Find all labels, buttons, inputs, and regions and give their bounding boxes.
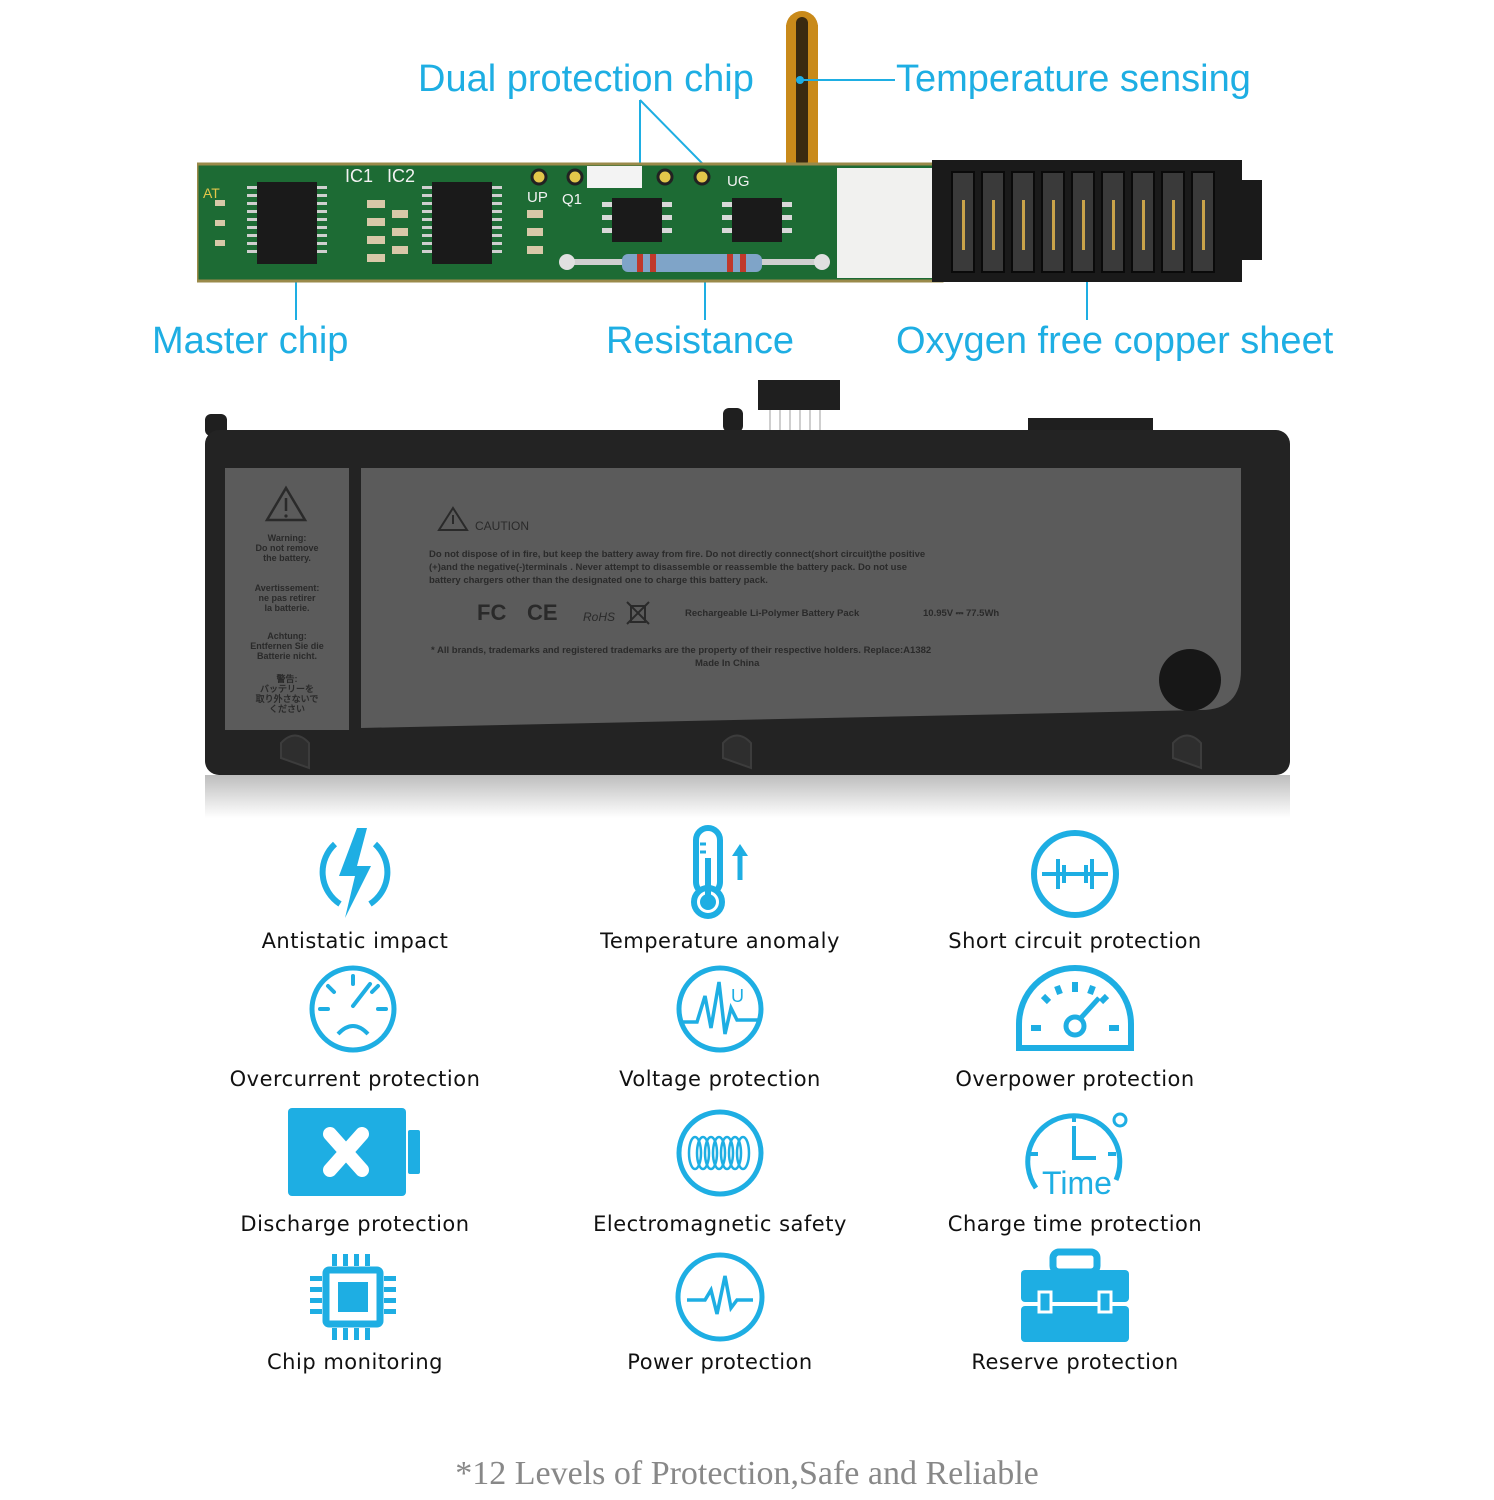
feature-label-overcurrent: Overcurrent protection (229, 1067, 481, 1091)
battery-body (205, 380, 1290, 818)
voltage-u-label: U (731, 986, 744, 1006)
caution-body: Do not dispose of in fire, but keep the … (429, 548, 925, 587)
fc-logo: FC (477, 600, 507, 625)
warning-de-text: Achtung: Entfernen Sie die Batterie nich… (250, 631, 324, 661)
thermometer-icon (691, 825, 748, 919)
short-circuit-icon (1031, 830, 1119, 918)
pcb-marking-up: UP (527, 189, 548, 206)
callout-master-chip: Master chip (152, 320, 349, 362)
origin-text: Made In China (695, 658, 760, 669)
feature-label-charge-time: Charge time protection (947, 1212, 1203, 1236)
callout-oxygen-free-copper-sheet: Oxygen free copper sheet (896, 320, 1334, 362)
clock-time-label: Time (1042, 1165, 1112, 1201)
feature-label-reserve: Reserve protection (971, 1350, 1179, 1374)
feature-label-overpower: Overpower protection (955, 1067, 1195, 1091)
feature-label-voltage: Voltage protection (619, 1067, 821, 1091)
battery-pack: Warning: Do not remove the battery. Aver… (205, 378, 1295, 818)
callout-temperature-sensing: Temperature sensing (896, 58, 1251, 100)
battery-x-icon (288, 1108, 420, 1196)
chip-icon (310, 1254, 396, 1340)
warning-en-text: Warning: Do not remove the battery. (255, 533, 319, 563)
caution-body-line-1: Do not dispose of in fire, but keep the … (429, 549, 926, 560)
voltage-wave-icon: U (676, 965, 764, 1053)
protection-circuit-board: IC1 IC2 UP Q1 UG AT (197, 160, 1262, 283)
feature-label-chip-monitoring: Chip monitoring (267, 1350, 443, 1374)
sad-gauge-icon (309, 965, 397, 1053)
protection-chip-1 (612, 198, 662, 242)
toolbox-icon (1021, 1248, 1129, 1342)
ce-logo: CE (527, 600, 558, 625)
pcb-marking-ug: UG (727, 173, 750, 190)
trademark-text: * All brands, trademarks and registered … (431, 645, 932, 656)
master-chip-ic1 (247, 182, 327, 264)
feature-label-power: Power protection (627, 1350, 813, 1374)
pcb-marking-ic2: IC2 (387, 166, 415, 186)
warning-ja-text: 警告: バッテリーを 取り外さないで ください (255, 674, 319, 714)
callout-dual-protection-chip: Dual protection chip (418, 58, 754, 100)
clock-time-icon: Time (1025, 1112, 1128, 1201)
temperature-sensor-cable (786, 11, 818, 170)
rohs-logo: RoHS (583, 610, 616, 624)
lightning-icon (319, 828, 391, 918)
caution-heading: CAUTION (475, 519, 529, 533)
speedometer-icon (1016, 965, 1134, 1051)
caution-body-line-2: (+)and the negative(-)terminals . Never … (429, 562, 908, 573)
pulse-icon (675, 1252, 765, 1342)
pcb-marking-at: AT (203, 185, 220, 201)
pack-type-text: Rechargeable Li-Polymer Battery Pack (685, 608, 860, 619)
caution-body-line-3: battery chargers other than the designat… (429, 575, 768, 586)
warning-fr-text: Avertissement: ne pas retirer la batteri… (254, 583, 320, 613)
pcb-marking-q1: Q1 (562, 191, 582, 208)
rating-text: 10.95V ⎓ 77.5Wh (923, 608, 1000, 619)
coil-icon (676, 1109, 764, 1197)
feature-label-electromagnetic: Electromagnetic safety (593, 1212, 847, 1236)
footer-tagline: *12 Levels of Protection,Safe and Reliab… (455, 1455, 1039, 1492)
protection-chip-2 (732, 198, 782, 242)
feature-label-antistatic: Antistatic impact (261, 929, 449, 953)
oxygen-free-copper-connector (932, 160, 1262, 282)
feature-label-short-circuit: Short circuit protection (948, 929, 1202, 953)
feature-label-temperature: Temperature anomaly (600, 929, 840, 953)
pcb-marking-ic1: IC1 (345, 166, 373, 186)
resistance-component (559, 254, 830, 272)
master-chip-ic2 (422, 182, 502, 264)
feature-label-discharge: Discharge protection (240, 1212, 470, 1236)
callout-resistance: Resistance (606, 320, 794, 362)
weee-bin-icon (626, 601, 650, 625)
